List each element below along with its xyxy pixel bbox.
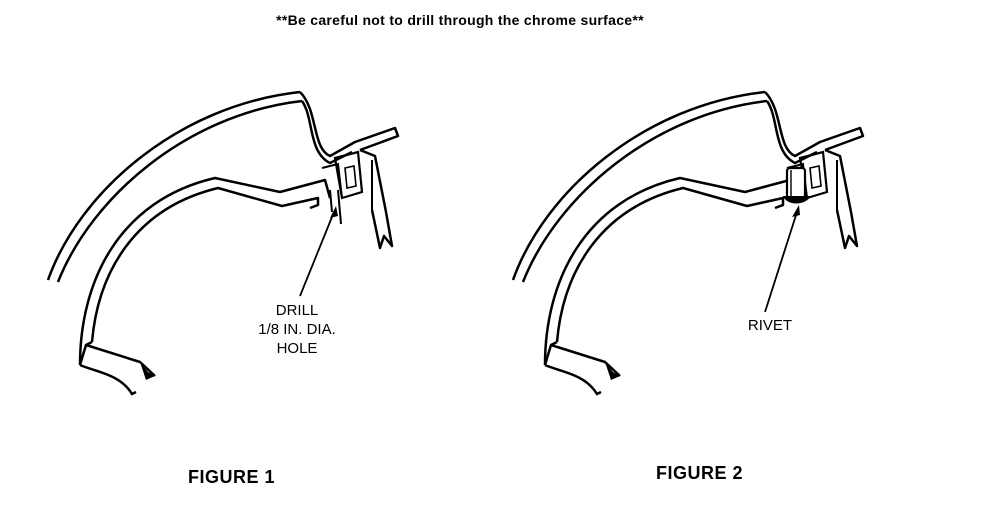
- rivet-callout: RIVET: [747, 317, 793, 334]
- drill-callout-line-1: DRILL: [275, 302, 319, 319]
- drill-leader-arrow: [299, 206, 338, 297]
- drill-callout-line-3: HOLE: [276, 340, 318, 357]
- figure2-label: FIGURE 2: [656, 463, 744, 483]
- figure2-diagram: [511, 90, 865, 396]
- drill-callout: DRILL 1/8 IN. DIA. HOLE: [242, 301, 352, 358]
- figure1-diagram: [46, 90, 400, 396]
- rivet-leader-arrow: [764, 205, 800, 313]
- drill-callout-line-2: 1/8 IN. DIA.: [258, 321, 336, 338]
- warning-note: **Be careful not to drill through the ch…: [276, 12, 644, 28]
- figure1-label: FIGURE 1: [188, 467, 276, 487]
- rivet-shape: [783, 166, 811, 204]
